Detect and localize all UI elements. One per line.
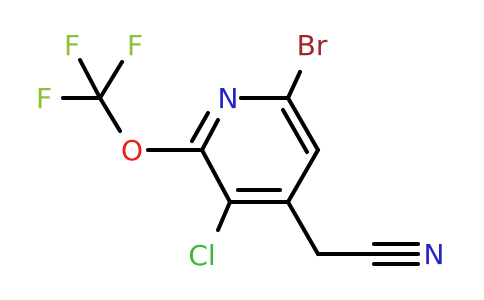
atom-oxygen: O bbox=[121, 134, 143, 167]
atom-fluorine-top-left: F bbox=[64, 29, 80, 62]
atom-bromine: Br bbox=[297, 29, 328, 62]
bond-c-f-top-right bbox=[98, 60, 124, 100]
bond-c5-c4 bbox=[286, 148, 320, 204]
atom-ring-nitrogen: N bbox=[218, 82, 239, 115]
bond-c2-n bbox=[200, 118, 220, 152]
bond-c6-br bbox=[286, 70, 302, 100]
bond-c-o-cf3 bbox=[98, 96, 122, 133]
bond-c3-c2 bbox=[200, 148, 232, 204]
bond-c3-cl bbox=[216, 200, 232, 232]
bond-c-f-top-left bbox=[78, 58, 102, 100]
bond-c6-c5-double bbox=[281, 108, 309, 154]
atom-fluorine-left: F bbox=[36, 82, 52, 115]
bonds bbox=[61, 58, 420, 266]
bond-c6-c5 bbox=[286, 96, 320, 152]
bond-c4-ch2 bbox=[286, 200, 320, 256]
atom-fluorine-top-right: F bbox=[127, 29, 143, 62]
atom-nitrile-nitrogen: N bbox=[424, 238, 445, 271]
atom-chlorine: Cl bbox=[188, 239, 215, 272]
bond-c2-n-double bbox=[190, 111, 210, 143]
atom-labels: F F F O N Br Cl N bbox=[36, 29, 445, 272]
